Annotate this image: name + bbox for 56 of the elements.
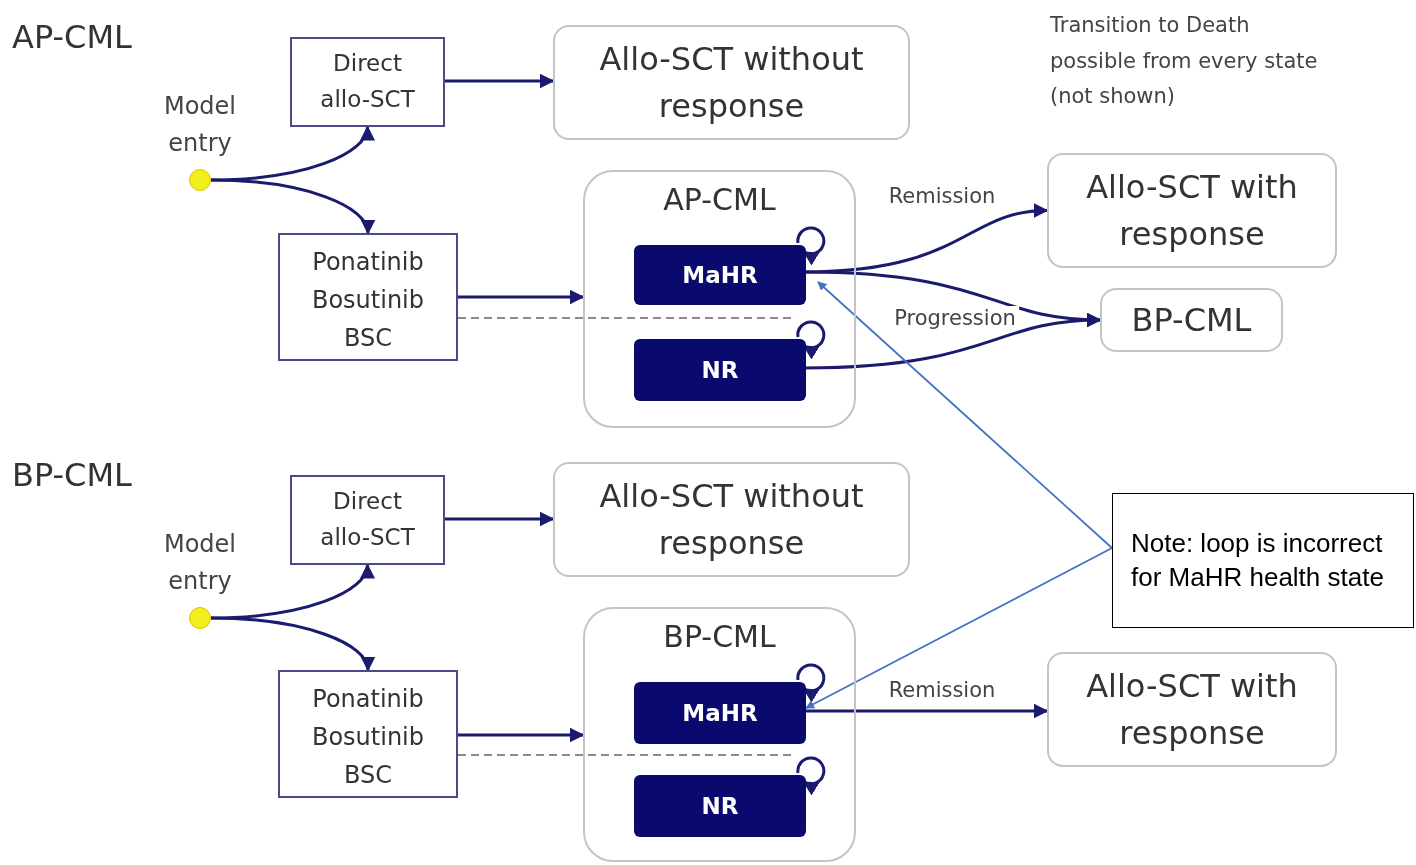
- loop-arrow: [796, 320, 826, 359]
- state-box: [553, 462, 910, 577]
- node-text: Allo-SCT without response: [598, 476, 865, 564]
- state-box: [1047, 652, 1337, 767]
- state-box: [1100, 288, 1283, 352]
- arrow: [210, 125, 373, 182]
- group-title: BP-CML: [663, 619, 776, 654]
- entry-dot: [189, 169, 211, 191]
- arrow: [804, 703, 1049, 719]
- treatment-box: [278, 233, 458, 361]
- health-state-box: [634, 682, 806, 744]
- arrow: [445, 511, 555, 527]
- node-text: BSC: [342, 760, 393, 791]
- node-text: NR: [701, 357, 739, 383]
- arrow: [210, 178, 373, 235]
- entry-dot: [189, 607, 211, 629]
- node-text: Allo-SCT without response: [598, 39, 865, 127]
- node-text: MaHR: [682, 262, 758, 288]
- arrow: [210, 563, 373, 620]
- health-state-box: [634, 339, 806, 401]
- state-group-box: [583, 170, 856, 428]
- section-heading: BP-CML: [12, 456, 133, 494]
- entry-label: Model entry: [162, 529, 238, 598]
- health-state-box: [634, 245, 806, 305]
- health-state-box: [634, 775, 806, 837]
- node-text: Note: loop is incorrect for MaHR health state: [1131, 526, 1385, 594]
- note-text: Transition to Death possible from every state (not shown): [1050, 12, 1319, 111]
- node-text: Ponatinib Bosutinib: [310, 684, 426, 754]
- treatment-box: [278, 670, 458, 798]
- arrow: [458, 289, 585, 305]
- node-text: MaHR: [682, 700, 758, 726]
- node-text: Allo-SCT with response: [1085, 666, 1299, 754]
- node-text: Allo-SCT with response: [1085, 167, 1299, 255]
- arrow: [458, 727, 585, 743]
- treatment-box: [290, 475, 445, 565]
- node-text: Ponatinib Bosutinib: [310, 247, 426, 317]
- entry-label: Model entry: [162, 91, 238, 160]
- note-box: [1112, 493, 1414, 628]
- node-text: BP-CML: [1131, 299, 1252, 341]
- node-text: NR: [701, 793, 739, 819]
- section-heading: AP-CML: [12, 18, 133, 56]
- treatment-box: [290, 37, 445, 127]
- group-title: AP-CML: [663, 182, 776, 217]
- node-text: Direct allo-SCT: [319, 487, 416, 552]
- node-text: BSC: [342, 323, 393, 354]
- state-box: [553, 25, 910, 140]
- state-group-box: [583, 607, 856, 862]
- node-text: Direct allo-SCT: [319, 49, 416, 114]
- loop-arrow: [796, 226, 826, 265]
- pointer-arrow: [817, 281, 1113, 549]
- pointer-arrow: [805, 547, 1113, 709]
- loop-arrow: [796, 663, 826, 702]
- state-box: [1047, 153, 1337, 268]
- loop-arrow: [796, 756, 826, 795]
- arrow: [210, 616, 373, 672]
- arrow: [445, 73, 555, 89]
